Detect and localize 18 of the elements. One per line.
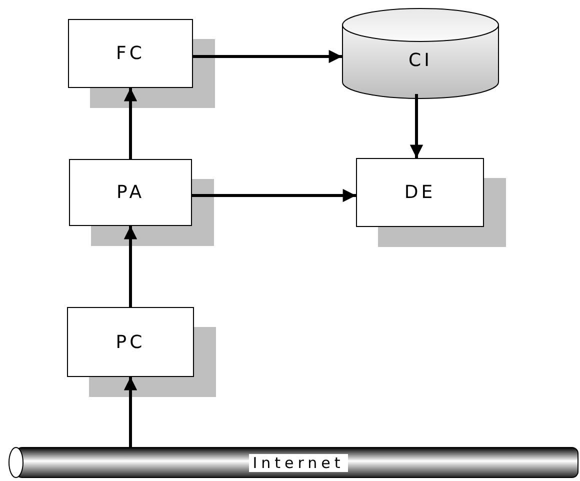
process-box — [67, 307, 194, 377]
process-box — [68, 19, 193, 88]
node-label: FC — [116, 43, 145, 64]
node-label: DE — [404, 182, 436, 203]
network-pipe — [8, 447, 579, 478]
arrow — [410, 94, 424, 158]
node-label: CI — [408, 50, 432, 71]
arrow — [124, 226, 138, 307]
arrow — [192, 188, 356, 202]
arrow — [124, 88, 138, 159]
arrow — [124, 377, 138, 447]
process-box — [69, 159, 192, 226]
arrow — [193, 50, 342, 64]
node-label: PC — [116, 332, 146, 352]
process-box — [356, 158, 484, 227]
network-label: Internet — [248, 454, 348, 472]
database-cylinder — [342, 8, 499, 99]
node-label: PA — [116, 182, 145, 203]
